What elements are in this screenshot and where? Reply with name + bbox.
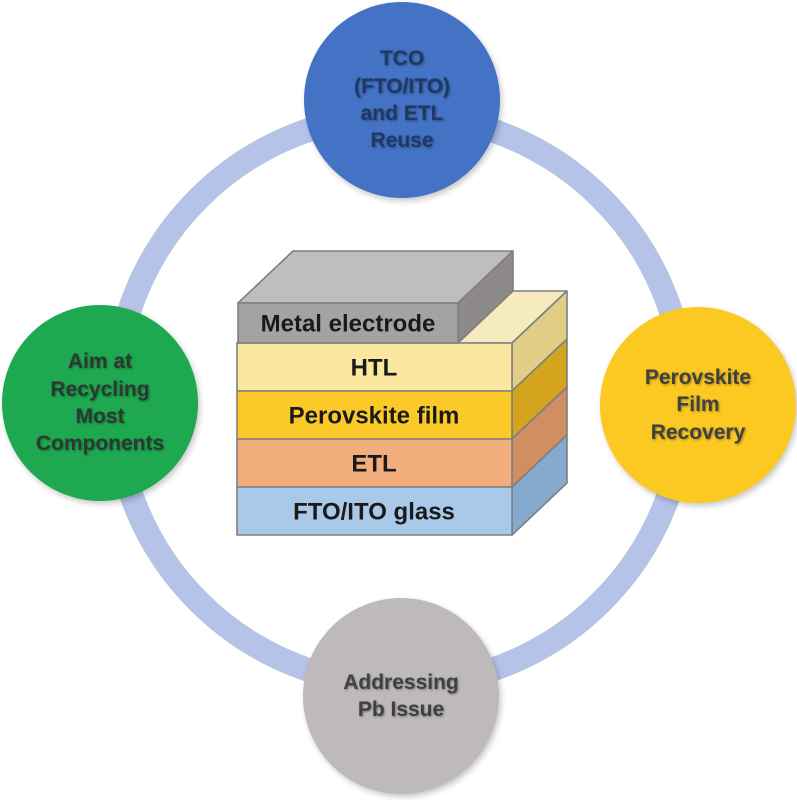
metal-electrode-label: Metal electrode <box>261 311 436 338</box>
perovskite-film-label: Perovskite film <box>289 403 460 430</box>
node-tco-etl-reuse-label: TCO (FTO/ITO) and ETL Reuse <box>353 47 451 153</box>
node-perovskite-film-recovery: Perovskite Film Recovery <box>600 307 796 503</box>
node-recycling-most-components: Aim at Recycling Most Components <box>2 305 198 501</box>
htl-label: HTL <box>351 355 398 382</box>
node-addressing-pb-issue-label: Addressing Pb Issue <box>343 670 459 721</box>
node-addressing-pb-issue: Addressing Pb Issue <box>303 598 499 794</box>
node-tco-etl-reuse: TCO (FTO/ITO) and ETL Reuse <box>304 2 500 198</box>
node-perovskite-film-recovery-label: Perovskite Film Recovery <box>644 366 752 444</box>
metal-front-face <box>237 302 459 344</box>
etl-label: ETL <box>351 451 396 478</box>
node-recycling-most-components-label: Aim at Recycling Most Components <box>35 350 165 456</box>
fto-ito-glass-label: FTO/ITO glass <box>293 499 455 526</box>
fto-front-face <box>236 486 513 536</box>
